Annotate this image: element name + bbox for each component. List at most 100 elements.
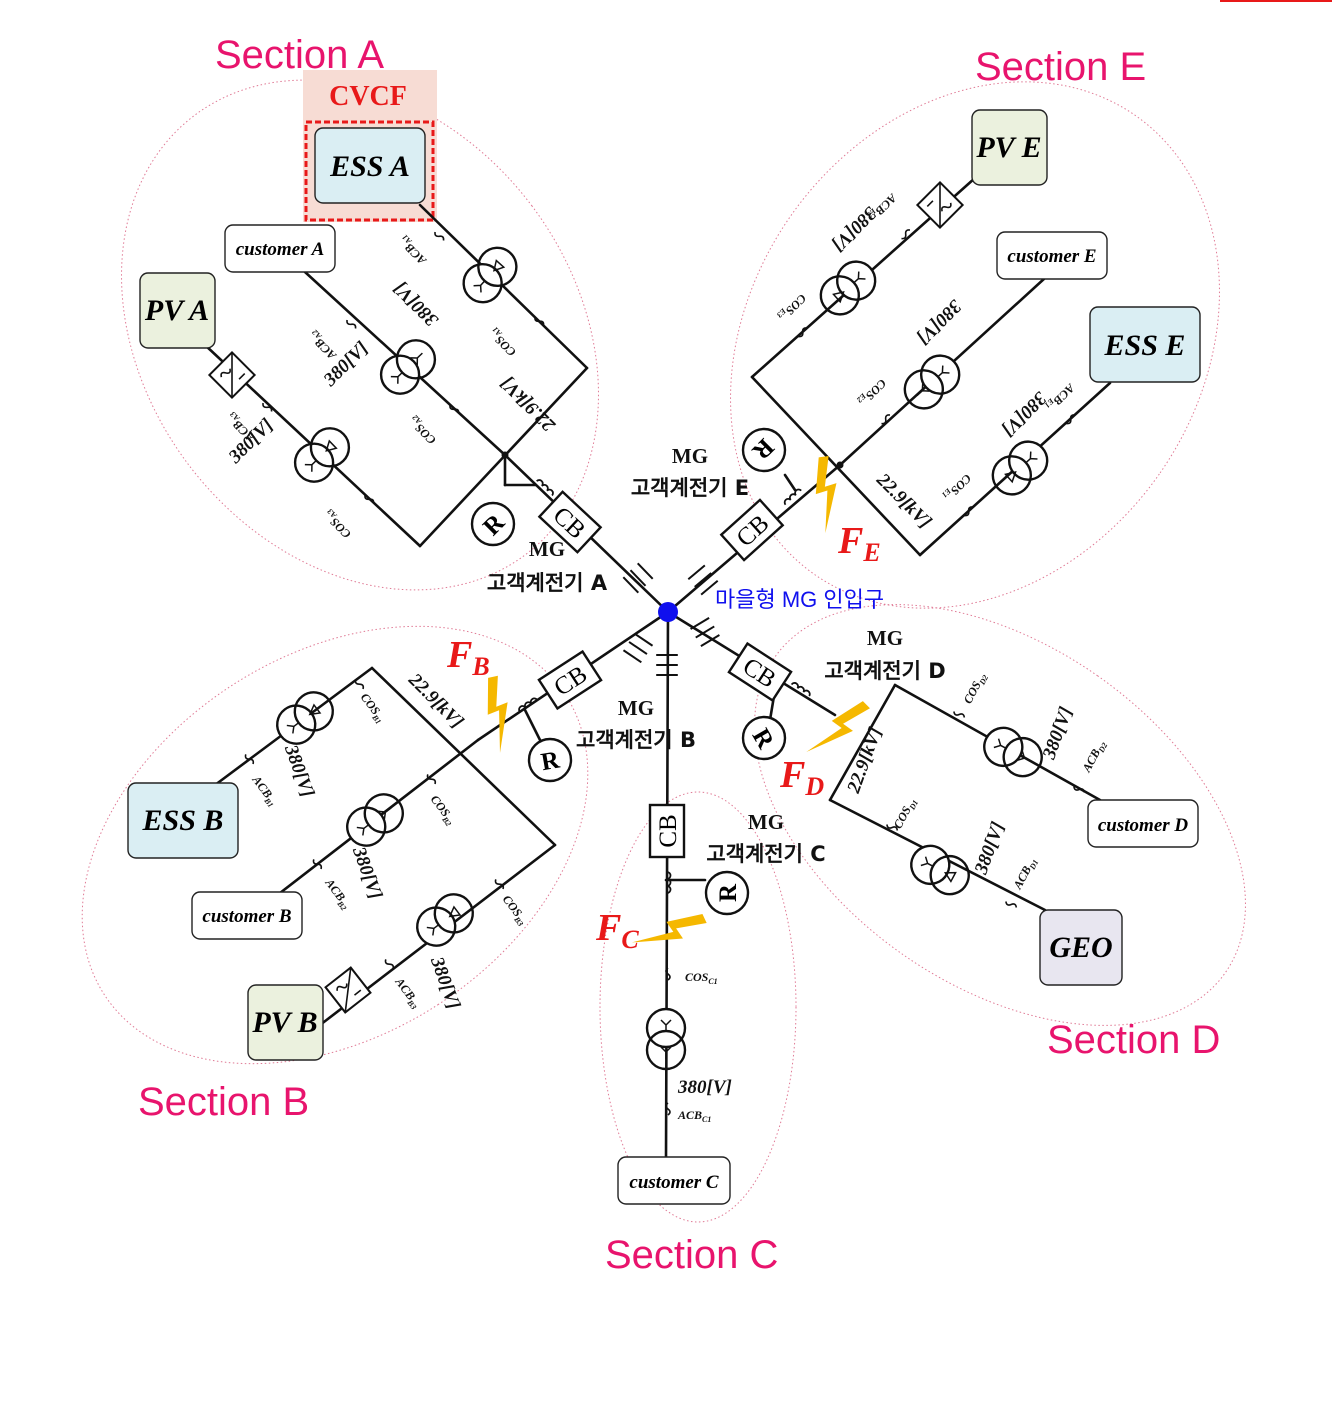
section-d-title: Section D bbox=[1047, 1018, 1220, 1062]
pv-e-box: PV E bbox=[971, 109, 1048, 186]
customer-b-box: customer B bbox=[191, 891, 303, 940]
pv-e-label: PV E bbox=[975, 131, 1041, 164]
svg-text:고객계전기 D: 고객계전기 D bbox=[824, 659, 945, 683]
svg-text:MG: MG bbox=[748, 810, 784, 834]
svg-text:COSE2: COSE2 bbox=[855, 375, 889, 409]
svg-text:ACBD2: ACBD2 bbox=[1079, 738, 1109, 776]
svg-text:COSB1: COSB1 bbox=[356, 690, 388, 726]
voltage-a1: 380[V] bbox=[390, 277, 444, 331]
meter-d-label: MG 고객계전기 D bbox=[824, 626, 945, 683]
relay-label: R bbox=[539, 746, 562, 776]
svg-text:COSE3: COSE3 bbox=[775, 290, 809, 324]
inverter-b bbox=[324, 966, 372, 1014]
svg-text:COSA3: COSA3 bbox=[321, 507, 355, 541]
breaker-c: CB bbox=[648, 803, 686, 859]
customer-d-box: customer D bbox=[1087, 799, 1199, 848]
svg-text:COSD1: COSD1 bbox=[891, 795, 921, 832]
geo-label: GEO bbox=[1049, 931, 1112, 964]
customer-e-label: customer E bbox=[1007, 246, 1096, 267]
geo-box: GEO bbox=[1039, 909, 1123, 986]
junction-dot bbox=[836, 461, 844, 469]
meter-c-label: MG 고객계전기 C bbox=[706, 810, 825, 866]
ess-a-box: ESS A bbox=[314, 127, 426, 204]
svg-text:ACBC1: ACBC1 bbox=[677, 1108, 711, 1124]
coil bbox=[516, 696, 539, 713]
svg-text:COSE1: COSE1 bbox=[940, 470, 974, 504]
voltage-mv-a: 22.9[kV] bbox=[497, 372, 561, 436]
switch-id: D2 bbox=[977, 673, 990, 687]
section-d-outline bbox=[754, 604, 1246, 1026]
voltage-e2: 380[V] bbox=[912, 295, 966, 349]
customer-c-label: customer C bbox=[629, 1172, 719, 1193]
hub-label: 마을형 MG 인입구 bbox=[715, 587, 884, 612]
switch-type: COS bbox=[358, 690, 383, 717]
relay-e: R bbox=[741, 427, 787, 473]
switch-marks bbox=[243, 227, 1087, 1116]
switch-type: ACB bbox=[677, 1108, 702, 1122]
pv-b-label: PV B bbox=[251, 1006, 317, 1039]
pv-a-box: PV A bbox=[139, 272, 216, 349]
svg-text:MG: MG bbox=[618, 696, 654, 720]
voltage-b3: 380[V] bbox=[426, 953, 464, 1012]
svg-text:고객계전기 A: 고객계전기 A bbox=[487, 571, 608, 595]
svg-text:COSD2: COSD2 bbox=[961, 670, 991, 707]
switch-type: ACB bbox=[322, 875, 348, 903]
inverter-e bbox=[916, 181, 964, 229]
svg-text:ACBE1: ACBE1 bbox=[1043, 379, 1079, 415]
svg-text:COSA1: COSA1 bbox=[486, 325, 520, 359]
transformer-b3 bbox=[408, 885, 482, 955]
lightning-b-icon bbox=[480, 674, 518, 754]
ess-b-label: ESS B bbox=[142, 804, 224, 837]
customer-c-box: customer C bbox=[617, 1156, 731, 1205]
switch-id: D1 bbox=[907, 798, 920, 812]
customer-e-box: customer E bbox=[996, 231, 1108, 280]
section-c-outline bbox=[599, 791, 797, 1223]
cvcf-label: CVCF bbox=[329, 81, 407, 112]
fault-d-label: FD bbox=[779, 754, 824, 801]
svg-text:ACBB3: ACBB3 bbox=[390, 974, 423, 1011]
section-c-title: Section C bbox=[605, 1233, 778, 1277]
relay-c: R bbox=[704, 870, 750, 916]
svg-text:COSA2: COSA2 bbox=[406, 413, 440, 447]
relay-a: R bbox=[470, 501, 516, 547]
section-b-outline bbox=[81, 625, 589, 1065]
ess-e-box: ESS E bbox=[1089, 306, 1201, 383]
voltage-b2: 380[V] bbox=[348, 843, 386, 902]
ess-a-label: ESS A bbox=[329, 150, 410, 183]
svg-text:ACBD1: ACBD1 bbox=[1010, 855, 1040, 893]
voltage-b1: 380[V] bbox=[280, 741, 318, 800]
svg-text:MG: MG bbox=[867, 626, 903, 650]
breaker-b: CB bbox=[537, 649, 603, 711]
voltage-e1: 380[V] bbox=[997, 387, 1051, 441]
ess-b-box: ESS B bbox=[127, 782, 239, 859]
meter-e-label: MG 고객계전기 E bbox=[631, 444, 749, 500]
cvcf-frame bbox=[304, 120, 435, 222]
transformer-e1 bbox=[983, 432, 1057, 504]
section-e-outline bbox=[730, 81, 1220, 609]
svg-text:ACBB1: ACBB1 bbox=[247, 772, 280, 809]
relay-label: R bbox=[715, 883, 742, 902]
svg-text:MG: MG bbox=[529, 537, 565, 561]
section-a-outline bbox=[121, 79, 599, 591]
breaker-label: CB bbox=[655, 814, 682, 847]
breaker-e: CB bbox=[719, 498, 785, 562]
switch-id: C1 bbox=[708, 977, 717, 986]
hub-node bbox=[658, 602, 678, 622]
ess-e-label: ESS E bbox=[1104, 329, 1186, 362]
switch-type: COS bbox=[428, 792, 453, 819]
section-a-title: Section A bbox=[215, 33, 384, 77]
svg-text:고객계전기 E: 고객계전기 E bbox=[631, 476, 749, 500]
voltage-d1: 380[V] bbox=[970, 819, 1008, 878]
junction-dot bbox=[501, 451, 509, 459]
tick-mark bbox=[622, 562, 654, 594]
transformer-d2 bbox=[976, 719, 1050, 785]
lightning-c-icon bbox=[630, 906, 709, 959]
svg-text:ACBB2: ACBB2 bbox=[320, 875, 353, 912]
voltage-d2: 380[V] bbox=[1038, 704, 1076, 763]
voltage-mv-d: 22.9[kV] bbox=[843, 725, 886, 797]
pv-b-box: PV B bbox=[247, 984, 324, 1061]
relay-d: R bbox=[741, 715, 787, 761]
svg-text:MG: MG bbox=[672, 444, 708, 468]
inverter-a bbox=[208, 351, 256, 399]
